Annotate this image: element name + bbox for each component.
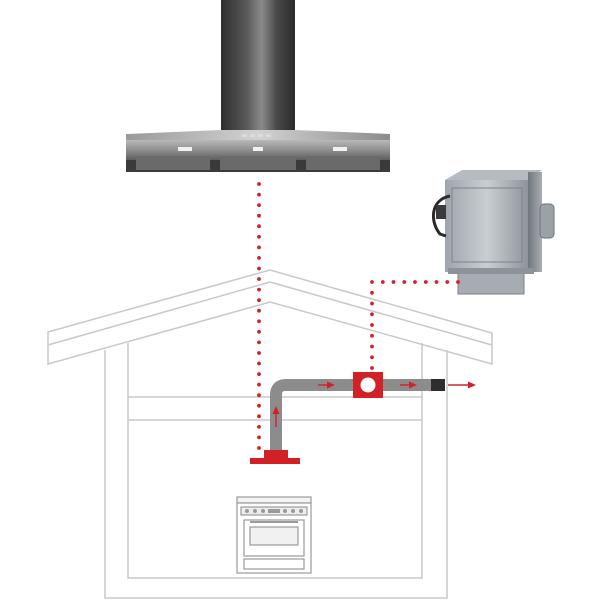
duct [270, 379, 445, 458]
arrow-head [409, 381, 417, 389]
connector-dot [257, 256, 261, 260]
arrow-head [272, 406, 280, 414]
range-oven-window [249, 526, 299, 546]
range-knobs [245, 509, 303, 513]
connector-dot [257, 340, 261, 345]
connector-dot [445, 280, 450, 284]
roof-inner-line-right [269, 281, 493, 346]
connector-dot [456, 280, 460, 284]
blower-connector [436, 205, 446, 219]
ceiling-plate-base [250, 458, 300, 464]
hood-light-right [333, 147, 347, 151]
blower-side-face [528, 172, 542, 272]
connector-dot [257, 182, 261, 186]
range-hood [126, 0, 390, 172]
airflow-arrows [272, 381, 476, 427]
airflow-arrow-right-1 [318, 381, 335, 389]
dotted-connectors [257, 182, 460, 450]
connector-dot [370, 333, 374, 338]
connector-dot [370, 301, 374, 306]
ceiling-plate-collar [264, 450, 288, 458]
connector-dot [257, 393, 261, 398]
connector-dot [257, 224, 261, 229]
ceiling-plate [250, 450, 300, 464]
connector-dot [257, 277, 261, 281]
connector-dot [257, 319, 261, 324]
blower-in-duct [353, 372, 383, 398]
blower-top-face [445, 170, 542, 180]
connector-dot [257, 234, 261, 239]
airflow-arrow-up [272, 406, 280, 427]
blower-outlet-collar [539, 203, 555, 239]
connector-dot [257, 308, 261, 313]
connector-dot [370, 323, 374, 327]
connector-dot [370, 312, 374, 317]
connector-dot [257, 287, 261, 292]
connector-dot [257, 266, 261, 271]
airflow-arrow-out [448, 381, 476, 389]
connector-dot [413, 280, 417, 284]
house-wall-inner [127, 343, 423, 579]
connector-dot [370, 280, 374, 284]
range-drawer [243, 558, 305, 570]
connector-dot [257, 414, 261, 419]
arrow-head [327, 381, 335, 389]
connector-dot [257, 372, 261, 376]
range-cooktop [236, 496, 312, 504]
connector-dot [423, 280, 428, 284]
airflow-arrow-right-2 [400, 381, 417, 389]
connector-dot [257, 329, 261, 334]
roof-outer [47, 269, 493, 365]
hood-light-center [253, 147, 263, 151]
duct-path [270, 379, 442, 458]
blower-mount-flange [448, 268, 534, 274]
connector-dot [370, 344, 374, 349]
hood-light-left [178, 147, 192, 151]
connector-dot [257, 446, 261, 450]
connector-dot [257, 213, 261, 218]
blower-cable [431, 194, 451, 238]
arrow-head [468, 381, 476, 389]
blower-front-plate [451, 187, 523, 263]
connector-dot [257, 403, 261, 408]
fan-circle-icon [360, 377, 376, 393]
duct-outlet [431, 379, 445, 391]
connector-dot [257, 425, 261, 429]
range [236, 496, 312, 574]
connector-dot [402, 280, 407, 284]
connector-dot [257, 435, 261, 440]
hood-control-buttons [242, 134, 271, 137]
roof-inner-line [47, 281, 271, 346]
connector-hood-to-ceiling-plate [257, 182, 261, 450]
hood-filter-left [136, 156, 210, 170]
connector-dot [257, 382, 261, 387]
connector-dot [257, 351, 261, 355]
connector-dot [257, 298, 261, 303]
connector-dot [257, 203, 261, 208]
connector-dot [257, 245, 261, 250]
connector-dot [380, 280, 385, 284]
blower-body [445, 180, 529, 272]
connector-dot [370, 290, 374, 295]
connector-dot [391, 280, 396, 284]
inline-blower [431, 170, 555, 295]
connector-dot [370, 366, 374, 370]
connector-dot [434, 280, 439, 284]
hood-chimney [221, 0, 295, 132]
hood-filter-center [220, 156, 296, 170]
connector-dot [257, 192, 261, 197]
house-wall-outer [104, 350, 448, 599]
hood-filter-right [306, 156, 380, 170]
connector-blower-to-inline-blower [370, 280, 460, 370]
connector-dot [257, 361, 261, 366]
connector-dot [370, 355, 374, 360]
